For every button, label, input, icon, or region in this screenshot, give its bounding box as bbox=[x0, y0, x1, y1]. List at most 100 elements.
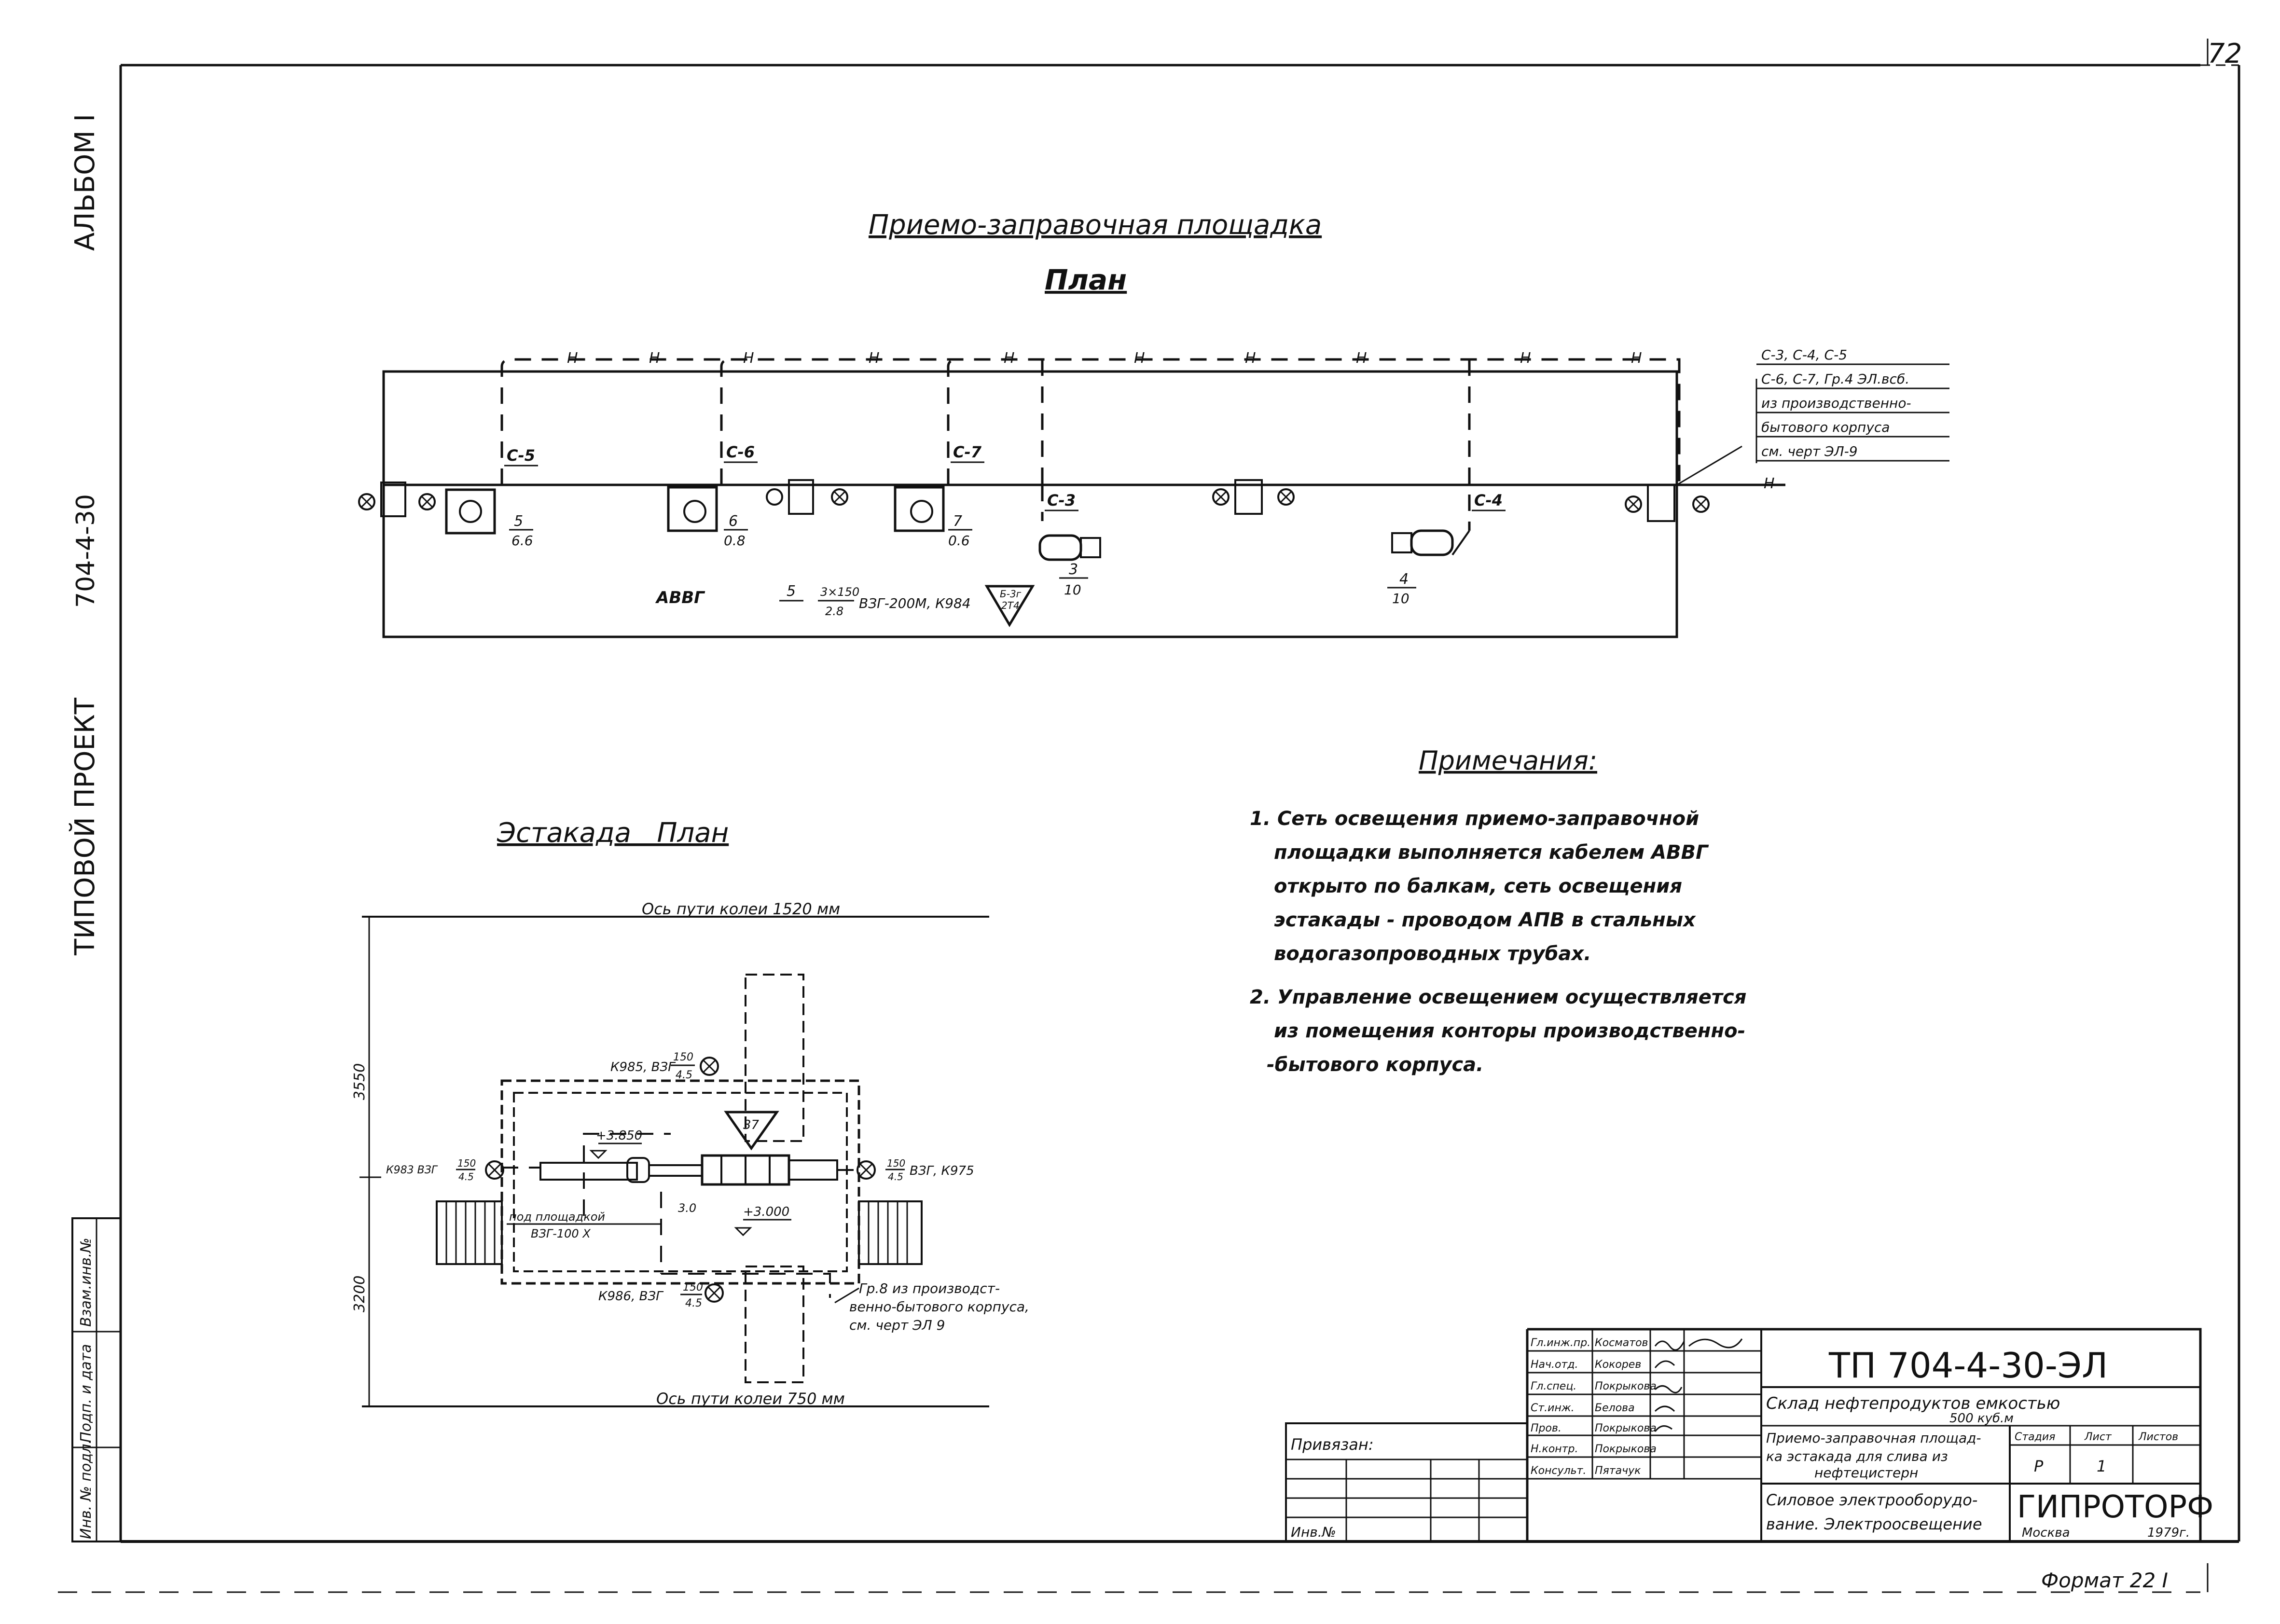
label-gr8-line1: Гр.8 из производст- bbox=[859, 1280, 1000, 1296]
side-field-2: Подп. и дата bbox=[78, 1344, 95, 1443]
plan1-cable-route bbox=[500, 358, 1681, 485]
plan2: Эстакада План Ось пути колеи 1520 мм Ось… bbox=[351, 817, 1029, 1408]
title-block: Привязан: Инв.№ Гл.инж.пр. Нач.отд. Гл.с… bbox=[1285, 1328, 2213, 1542]
notes: Примечания: 1. Сеть освещения приемо-зап… bbox=[1250, 745, 1746, 1076]
cable-mark: Н bbox=[743, 350, 754, 367]
junction-box-3 bbox=[1212, 479, 1295, 515]
spec-text: ВЗГ-200М, К984 bbox=[859, 595, 971, 611]
stair-left bbox=[436, 1200, 503, 1265]
note-line-3: открыто по балкам, сеть освещения bbox=[1274, 875, 1682, 897]
floodlight-4-den: 10 bbox=[1392, 591, 1409, 606]
spec-tri-bot: 2Т4 bbox=[1001, 600, 1020, 611]
frac1-num: 150 bbox=[673, 1051, 693, 1063]
notes-title: Примечания: bbox=[1419, 745, 1597, 776]
junction-box-1 bbox=[358, 482, 436, 517]
estakada-lamp-left bbox=[485, 1160, 504, 1180]
cable-mark: Н bbox=[1245, 350, 1256, 367]
callout-line-1: С-3, С-4, С-5 bbox=[1761, 347, 1847, 363]
sheet-number: 72 bbox=[2208, 38, 2242, 69]
callout-line-5: см. черт ЭЛ-9 bbox=[1761, 443, 1858, 459]
floodlight-3-den: 10 bbox=[1064, 582, 1081, 598]
plan1-callout: С-3, С-4, С-5 С-6, С-7, Гр.4 ЭЛ.всб. из … bbox=[1755, 347, 1949, 463]
dim-3200: 3200 bbox=[351, 1276, 368, 1312]
label-level-3000: +3.000 bbox=[743, 1205, 789, 1219]
group-label-c7: С-7 bbox=[953, 443, 982, 461]
callout-line-3: из производственно- bbox=[1761, 395, 1911, 411]
group-label-c5: С-5 bbox=[507, 446, 535, 465]
plan1: Приемо-заправочная площадка План Н Н Н Н… bbox=[358, 209, 1949, 638]
cable-mark: Н bbox=[1520, 350, 1531, 367]
note-line-2: площадки выполняется кабелем АВВГ bbox=[1274, 841, 1709, 864]
floodlight-4-num: 4 bbox=[1399, 571, 1409, 588]
loading-arm bbox=[539, 1154, 838, 1186]
rail-bottom-outer bbox=[745, 1266, 804, 1383]
frac4-den: 4.5 bbox=[685, 1297, 702, 1309]
plan1-cable-type: АВВГ bbox=[655, 588, 705, 607]
org-city: Москва bbox=[2022, 1526, 2070, 1540]
role-2: Нач.отд. bbox=[1531, 1359, 1578, 1371]
label-under-platform: под площадкой bbox=[509, 1210, 605, 1224]
side-album: АЛЬБОМ I bbox=[69, 114, 101, 251]
estakada-lamp-top bbox=[700, 1057, 719, 1076]
estakada-platform bbox=[500, 1079, 860, 1285]
name-3: Покрыкова bbox=[1595, 1380, 1657, 1392]
axis-bottom: Ось пути колеи 750 мм bbox=[656, 1390, 845, 1408]
spec-tri-top: Б-3г bbox=[1000, 588, 1022, 600]
cable-mark: Н bbox=[1356, 350, 1367, 367]
plan1-fixture-spec: 5 3×150 2.8 ВЗГ-200М, К984 Б-3г 2Т4 bbox=[779, 583, 1035, 627]
spec-num: 5 bbox=[787, 583, 796, 600]
stage-val: Р bbox=[2034, 1457, 2044, 1475]
role-3: Гл.спец. bbox=[1531, 1380, 1576, 1392]
fixture-7-den: 0.6 bbox=[948, 533, 970, 549]
role-5: Пров. bbox=[1531, 1422, 1561, 1434]
bound-label: Привязан: bbox=[1291, 1435, 1374, 1454]
name-4: Белова bbox=[1595, 1402, 1635, 1414]
group-label-c3: С-3 bbox=[1047, 491, 1076, 509]
label-k986: К986, ВЗГ bbox=[598, 1289, 664, 1304]
fixture-5-den: 6.6 bbox=[511, 533, 533, 549]
junction-box-4 bbox=[1625, 484, 1710, 522]
fixture-5-num: 5 bbox=[514, 513, 523, 530]
frac2-den: 4.5 bbox=[458, 1171, 474, 1183]
side-field-3: Инв. № подл. bbox=[78, 1439, 95, 1539]
label-k983: К983 ВЗГ bbox=[386, 1164, 438, 1176]
org-name: ГИПРОТОРФ bbox=[2017, 1489, 2213, 1525]
label-level-3850: +3.850 bbox=[596, 1129, 642, 1143]
label-gr8-line2: венно-бытового корпуса, bbox=[849, 1299, 1029, 1315]
role-4: Ст.инж. bbox=[1531, 1402, 1575, 1414]
callout-line-2: С-6, С-7, Гр.4 ЭЛ.всб. bbox=[1761, 371, 1909, 387]
floodlight-3-num: 3 bbox=[1069, 561, 1078, 578]
doc-code: ТП 704-4-30-ЭЛ bbox=[1828, 1345, 2108, 1386]
floodlight-4: 4 10 bbox=[1387, 529, 1470, 606]
label-gr8-line3: см. черт ЭЛ 9 bbox=[849, 1317, 945, 1333]
frac4-num: 150 bbox=[683, 1281, 703, 1294]
role-6: Н.контр. bbox=[1531, 1443, 1578, 1455]
side-stamp: АЛЬБОМ I 704-4-30 ТИПОВОЙ ПРОЕКТ Взам.ин… bbox=[69, 114, 122, 1542]
role-1: Гл.инж.пр. bbox=[1531, 1337, 1590, 1349]
sheets-head: Листов bbox=[2138, 1431, 2178, 1443]
spec-frac-num: 3×150 bbox=[820, 585, 859, 599]
junction-box-2 bbox=[766, 479, 848, 515]
inv-label: Инв.№ bbox=[1291, 1524, 1336, 1540]
name-2: Кокорев bbox=[1595, 1359, 1641, 1371]
label-3-0: 3.0 bbox=[678, 1201, 696, 1215]
estakada-lamp-right bbox=[857, 1160, 876, 1180]
object-line-2: 500 куб.м bbox=[1949, 1411, 2014, 1426]
frac3-num: 150 bbox=[887, 1157, 905, 1169]
group-label-c4: С-4 bbox=[1474, 491, 1503, 509]
estakada-triangle bbox=[724, 1111, 779, 1151]
org-year: 1979г. bbox=[2147, 1526, 2190, 1540]
stair-right bbox=[858, 1200, 923, 1265]
note-line-4: эстакады - проводом АПВ в стальных bbox=[1274, 909, 1696, 931]
sheet-title-2: ка эстакада для слива из bbox=[1766, 1448, 1948, 1464]
stage-head: Стадия bbox=[2015, 1431, 2055, 1443]
side-field-1: Взам.инв.№ bbox=[78, 1238, 95, 1327]
sheet-val: 1 bbox=[2097, 1457, 2106, 1475]
sheet-title-3: нефтецистерн bbox=[1814, 1465, 1918, 1481]
section-2: вание. Электроосвещение bbox=[1766, 1515, 1982, 1533]
cable-mark: Н bbox=[1631, 350, 1642, 367]
axis-top: Ось пути колеи 1520 мм bbox=[642, 900, 840, 918]
fixture-5: 5 6.6 bbox=[445, 488, 533, 549]
label-vzg-100: ВЗГ-100 Х bbox=[531, 1227, 591, 1240]
